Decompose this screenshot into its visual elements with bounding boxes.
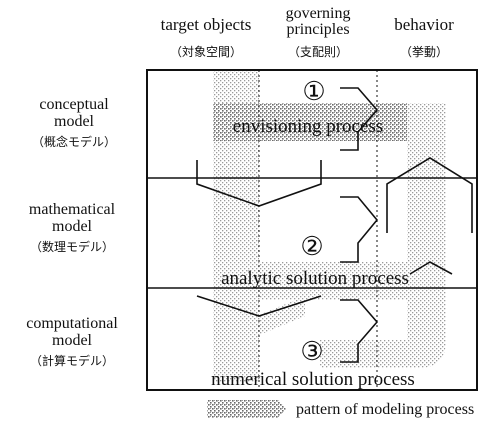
legend-swatch [207,400,286,418]
row1-step-outline [340,87,379,151]
process-2-number: ② [300,232,323,261]
grid [146,69,478,391]
row-conceptual-line1: conceptual [39,96,109,113]
path-numerical-band [320,340,420,368]
header-behavior-ja: （挙動） [400,45,448,59]
column-headers: target objects （対象空間） governing principl… [161,5,454,59]
process-numbers: ① ② ③ [300,77,325,366]
target-chevron-outline [196,160,322,207]
row-computational-ja: （計算モデル） [30,353,114,368]
header-governing-ja: （支配則） [288,45,348,59]
row-conceptual-line2: model [54,113,95,130]
legend-label: pattern of modeling process [296,401,474,418]
row-computational-line1: computational [26,315,118,332]
path-envisioning-band [213,103,444,141]
row-conceptual-ja: （概念モデル） [32,134,116,149]
arrow-outlines [196,87,473,363]
row-mathematical-line2: model [52,218,93,235]
path-analytic-band [240,262,446,300]
process-path [213,70,446,382]
row3-step-outline [340,299,379,363]
row-mathematical-line1: mathematical [29,201,116,218]
behavior-small-chevron [409,261,453,275]
legend: pattern of modeling process [207,400,474,418]
row-computational-line2: model [52,332,93,349]
process-1-number: ① [302,77,325,106]
process-3-number: ③ [300,337,323,366]
row-labels: conceptual model （概念モデル） mathematical mo… [26,96,118,368]
process-1-label: envisioning process [233,116,383,137]
process-2-label: analytic solution process [221,268,409,289]
header-governing-line2: principles [286,21,349,38]
behavior-house-outline [386,157,473,233]
row3-target-chevron [196,295,322,317]
grid-outer-frame [146,69,478,391]
row2-step-outline [340,196,379,263]
header-target-objects-ja: （対象空間） [170,45,242,59]
header-target-objects: target objects [161,15,252,34]
header-behavior: behavior [394,15,454,34]
row-mathematical-ja: （数理モデル） [30,239,114,254]
process-labels: envisioning process analytic solution pr… [211,116,415,390]
header-governing-line1: governing [286,5,351,22]
process-3-label: numerical solution process [211,369,415,390]
path-right-band [407,103,446,368]
